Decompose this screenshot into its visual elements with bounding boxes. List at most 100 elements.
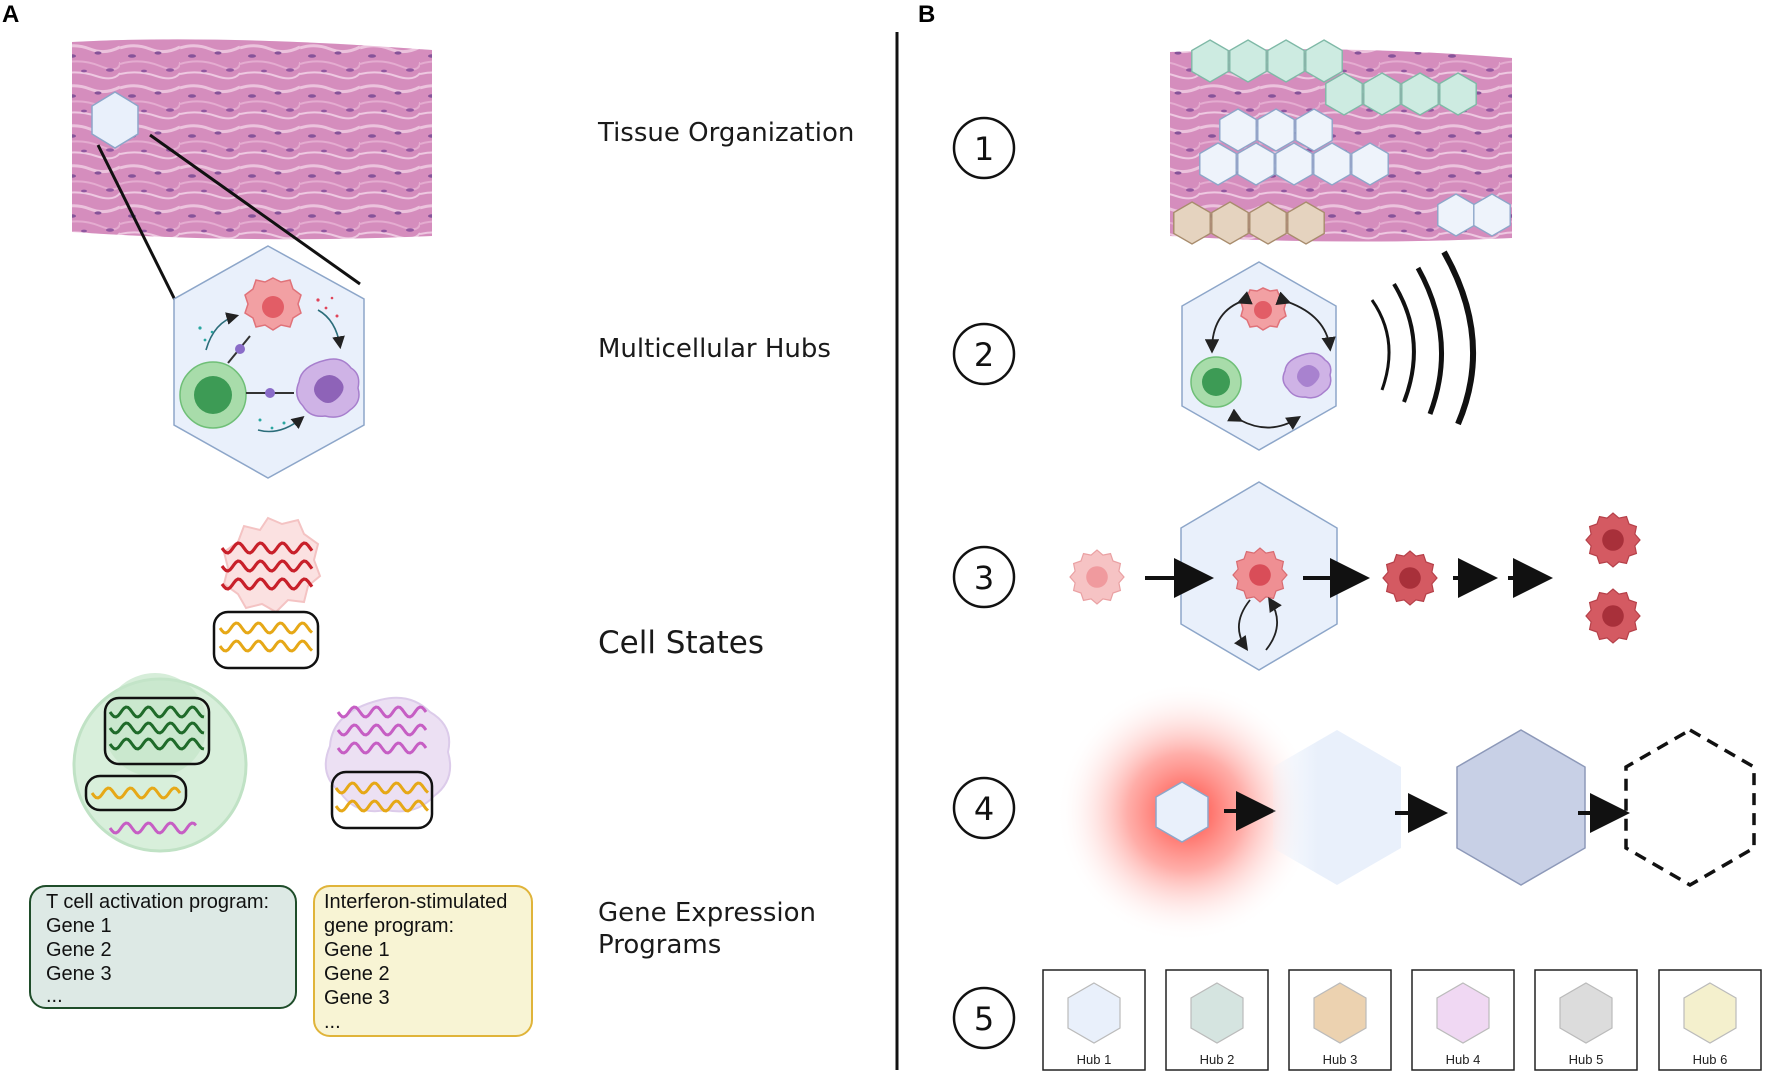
step-1-hub-hexagons (1173, 39, 1511, 245)
panel-a: T cell activation program: Gene 1 Gene 2… (29, 39, 854, 1037)
hub-legend-hexagon (1559, 982, 1613, 1044)
signal-arrow-2 (317, 309, 345, 350)
t-cell-gene-more: ... (46, 985, 63, 1007)
step-2-myeloid-cell (1282, 352, 1332, 399)
level-tissue-organization: Tissue Organization (597, 118, 854, 148)
tissue-section (72, 39, 432, 240)
ifn-program-title-2: gene program: (324, 915, 454, 937)
level-multicellular-hubs: Multicellular Hubs (598, 334, 831, 364)
red-program-waves (220, 541, 314, 591)
step-3-cells (1069, 512, 1641, 644)
tumor-cell (1232, 547, 1288, 603)
zoom-line-left (96, 144, 177, 301)
hub-legend-label: Hub 6 (1693, 1052, 1728, 1067)
tumor-cell (1382, 550, 1438, 606)
hub-legend-hexagon (1683, 982, 1737, 1044)
hub-legend-label: Hub 3 (1323, 1052, 1358, 1067)
t-cell-program-title: T cell activation program: (46, 891, 269, 913)
tissue-hub-hexagon (1249, 201, 1287, 245)
tissue-hub-hexagon (1199, 142, 1237, 186)
step-4-dissolved-hub (1624, 727, 1756, 888)
step-4-mature-hub (1456, 729, 1586, 886)
ifn-gene-2: Gene 2 (324, 963, 390, 985)
step-2-signal-waves (1370, 250, 1477, 426)
tissue-hub-hexagon (1275, 142, 1313, 186)
myeloid-cell (296, 358, 360, 418)
tissue-hub-hexagon (1229, 39, 1267, 83)
t-cell-gene-2: Gene 2 (46, 939, 112, 961)
hub-legend-label: Hub 1 (1077, 1052, 1112, 1067)
tissue-hub-hexagon (1211, 201, 1249, 245)
level-gene-programs-1: Gene Expression (598, 898, 816, 928)
step-4-number: 4 (974, 790, 994, 828)
hub-legend-item: Hub 2 (1165, 969, 1269, 1071)
step-3-number: 3 (974, 559, 994, 597)
hub-legend-hexagon (1190, 982, 1244, 1044)
tumor-cell (1585, 588, 1641, 644)
step-4: 4 (952, 776, 1016, 840)
t-cell-ifn-box (84, 774, 188, 812)
zoom-line-right (149, 133, 361, 286)
panel-b: 1 2 3 4 5 (952, 39, 1762, 1071)
signal-arrow-1 (205, 312, 240, 351)
tissue-hub-hexagon (1473, 193, 1511, 237)
tumor-cell (1585, 512, 1641, 568)
tissue-hub-hexagon (1267, 39, 1305, 83)
hub-legend-label: Hub 4 (1446, 1052, 1481, 1067)
tissue-hub-hexagon (1351, 142, 1389, 186)
ifn-program-box (313, 885, 533, 1037)
tissue-hub-hexagon (1401, 72, 1439, 116)
step-5-number: 5 (974, 1000, 994, 1038)
step-2-number: 2 (974, 336, 994, 374)
step-3: 3 (952, 545, 1016, 609)
t-cell-state (72, 673, 248, 853)
hub-legend-item: Hub 6 (1658, 969, 1762, 1071)
step-4-small-hub (1155, 781, 1209, 843)
t-cell-gene-1: Gene 1 (46, 915, 112, 937)
level-gene-programs-2: Programs (598, 930, 721, 960)
step-1: 1 (952, 116, 1016, 180)
tissue-hub-hexagon (1295, 108, 1333, 152)
level-cell-states: Cell States (598, 625, 764, 661)
tissue-hub-hexagon (1237, 142, 1275, 186)
yellow-program-waves-tcell (90, 786, 182, 800)
ifn-gene-3: Gene 3 (324, 987, 390, 1009)
tissue-hub-hexagon (91, 91, 139, 149)
tissue-hub-hexagon (1173, 201, 1211, 245)
step-2-arrow-1 (1204, 291, 1253, 354)
panel-a-letter: A (2, 1, 19, 28)
receptor-ligand-2 (265, 388, 275, 398)
hub-legend-item: Hub 3 (1288, 969, 1392, 1071)
tissue-hub-hexagon (1219, 108, 1257, 152)
tumor-program-box (212, 610, 320, 670)
t-cell-activation-program-box (29, 885, 297, 1009)
step-3-cycle-arrow-2 (1265, 596, 1282, 651)
myeloid-cell-state (324, 696, 452, 830)
ifn-gene-more: ... (324, 1011, 341, 1033)
step-2: 2 (952, 322, 1016, 386)
hub-legend-item: Hub 5 (1534, 969, 1638, 1071)
hub-legend-item: Hub 4 (1411, 969, 1515, 1071)
cytokine-dots-teal (198, 326, 286, 430)
step-5: 5 (952, 986, 1016, 1050)
tissue-hub-hexagon (1313, 142, 1351, 186)
tissue-hub-hexagon (1287, 201, 1325, 245)
ifn-gene-1: Gene 1 (324, 939, 390, 961)
tissue-hub-hexagon (1191, 39, 1229, 83)
hub-legend-label: Hub 2 (1200, 1052, 1235, 1067)
t-cell (179, 361, 247, 429)
purple-program-waves-myeloid (336, 705, 428, 755)
ifn-program-title-1: Interferon-stimulated (324, 891, 507, 913)
step-5-hub-legend: Hub 1 Hub 2 Hub 3 Hub 4 Hub 5 Hub 6 (1042, 969, 1762, 1071)
hub-legend-label: Hub 5 (1569, 1052, 1604, 1067)
step-2-arrow-3 (1227, 408, 1302, 430)
step-3-cycle-arrow-1 (1233, 599, 1251, 651)
t-cell-gene-3: Gene 3 (46, 963, 112, 985)
panel-b-letter: B (918, 1, 935, 28)
yellow-program-waves-tumor (218, 621, 314, 653)
tissue-hub-hexagon (1305, 39, 1343, 83)
step-2-arrow-2 (1275, 291, 1336, 352)
tumor-cell-state (212, 516, 322, 670)
myeloid-program-box (330, 770, 434, 830)
tumor-cell (244, 277, 302, 331)
